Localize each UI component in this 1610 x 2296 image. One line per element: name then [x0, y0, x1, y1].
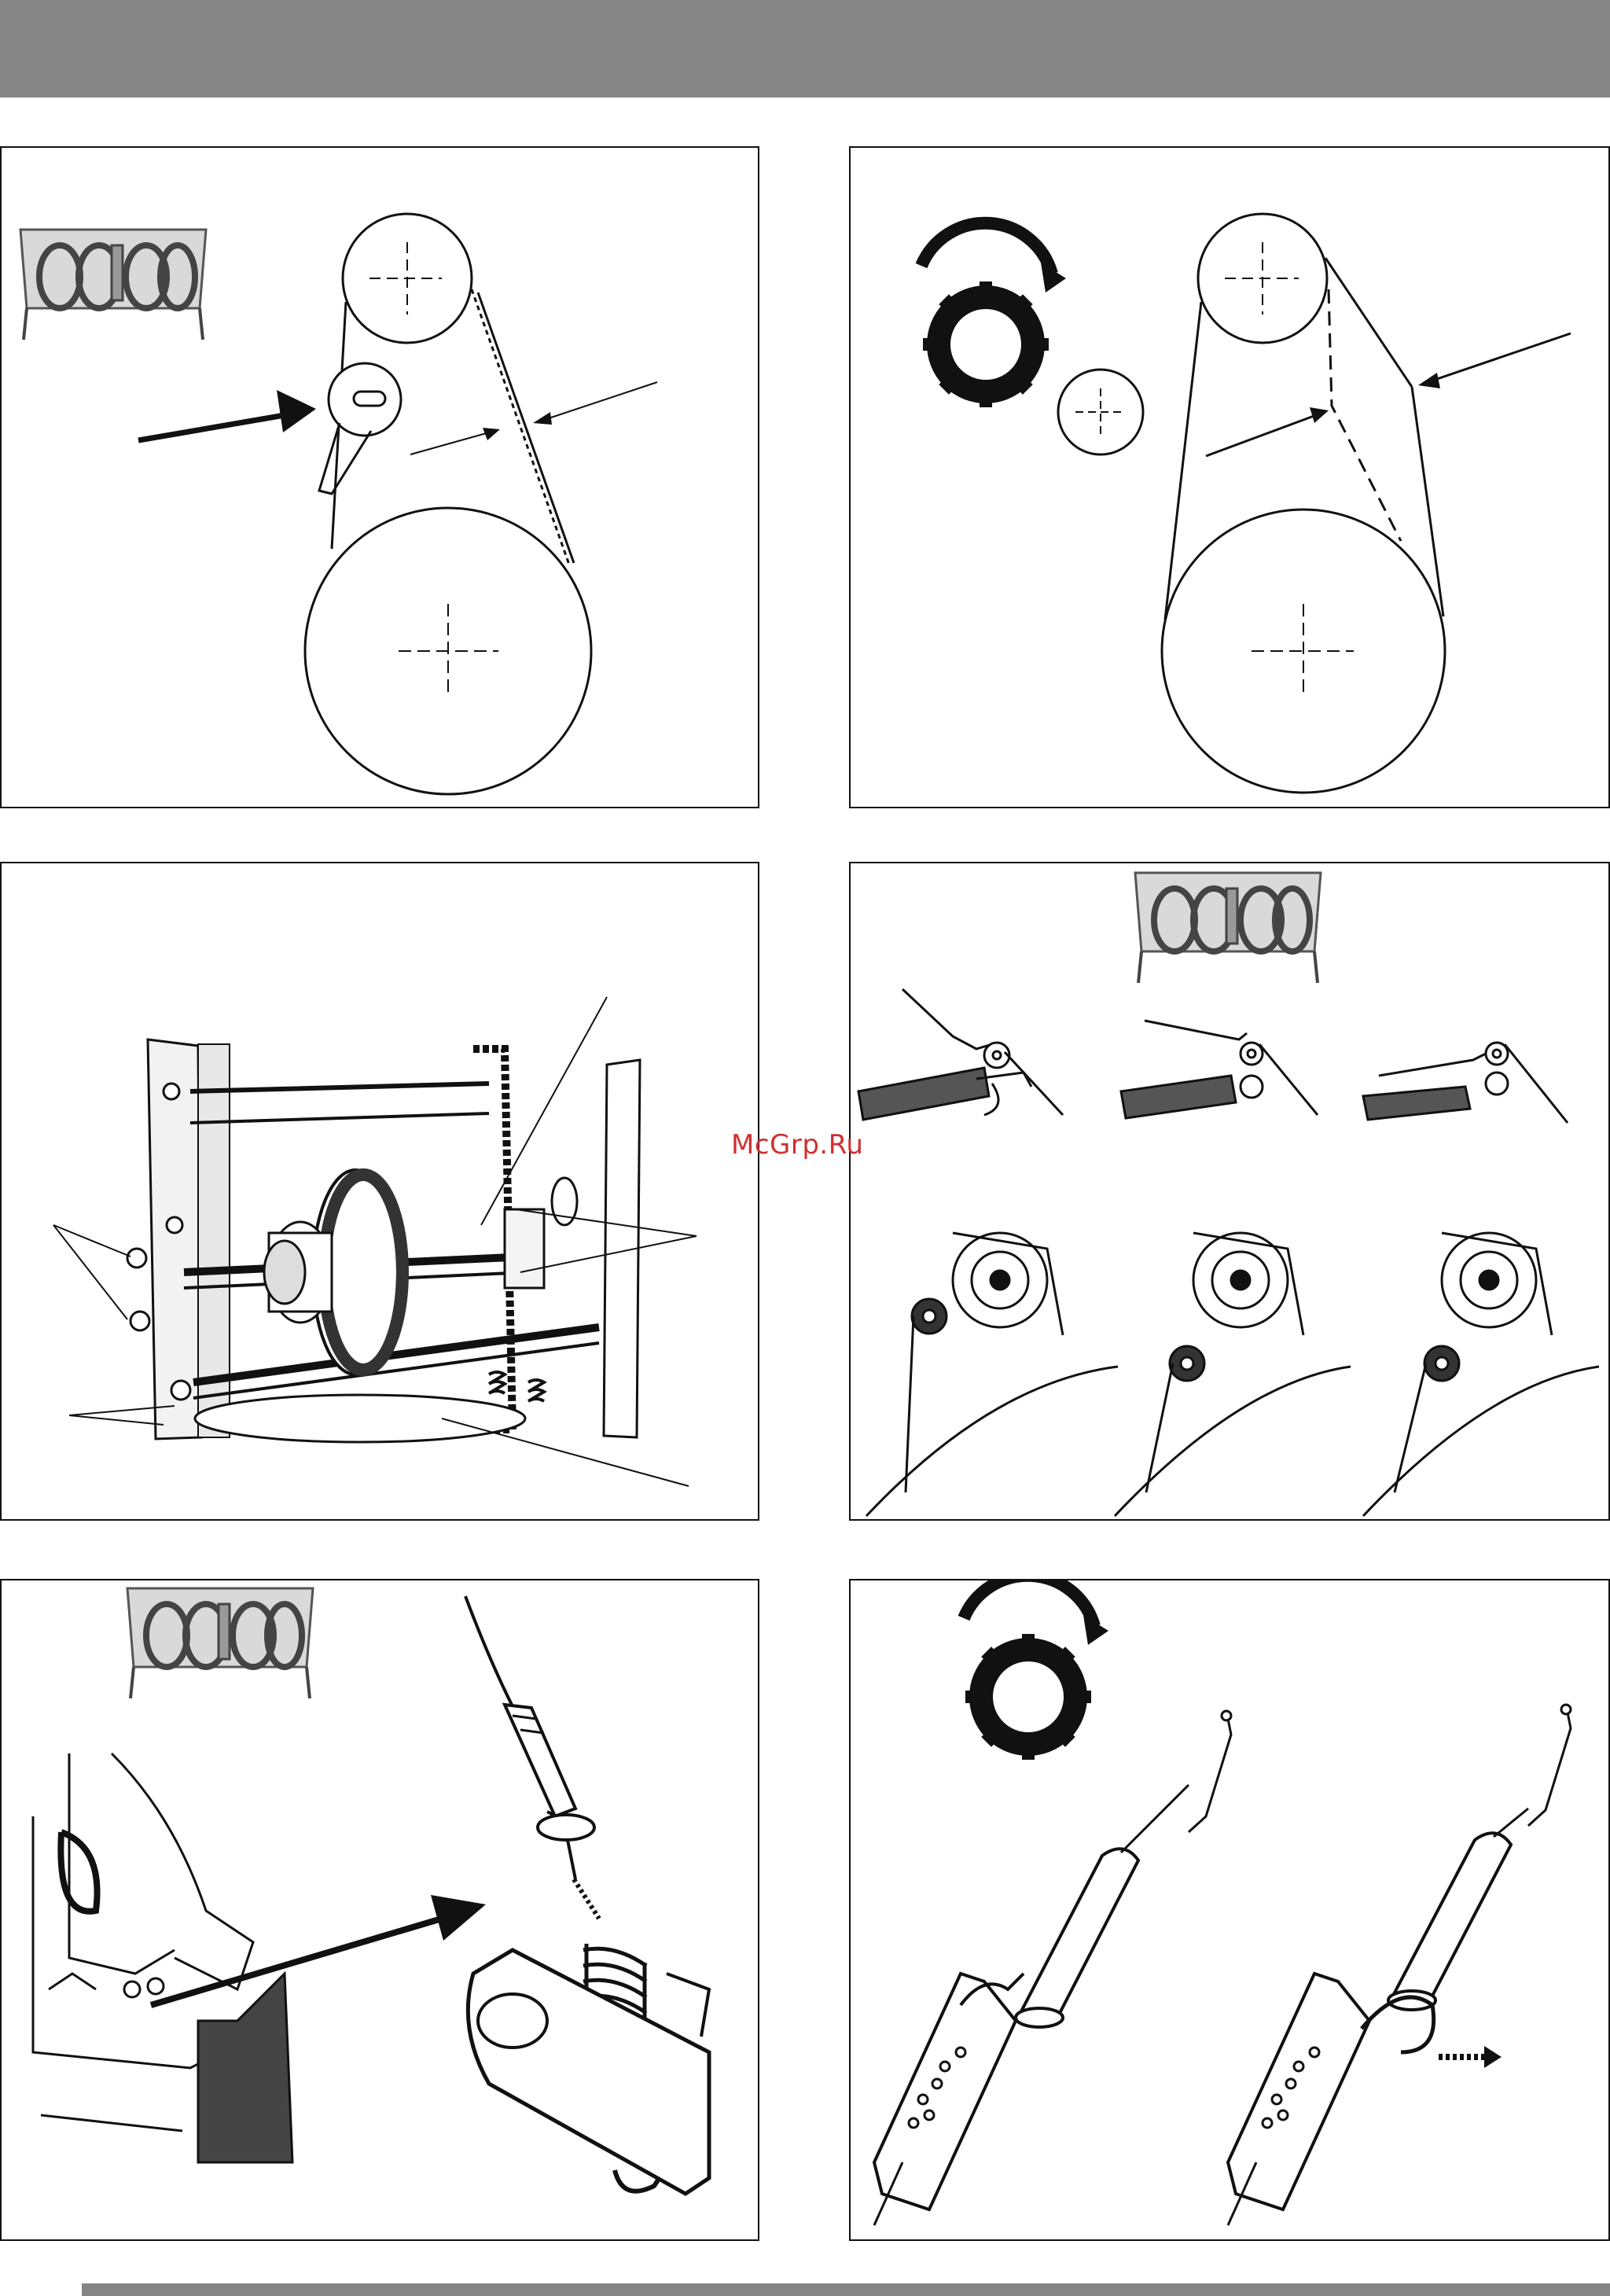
footer-bar	[82, 2283, 1610, 2296]
watermark-text: McGrp.Ru	[731, 1129, 863, 1161]
panel-cable-adjuster	[849, 1579, 1610, 2241]
panel-cable-spring	[0, 1579, 759, 2241]
belt-pulley-diagram	[1058, 214, 1571, 793]
control-lever-positions	[858, 989, 1568, 1123]
cable-spring-illustration	[33, 1596, 709, 2194]
cable-adjuster-illustration	[874, 1705, 1571, 2225]
header-bar	[0, 0, 1610, 98]
belt-pulley-diagram	[138, 214, 657, 794]
panel-drive-mechanism	[0, 862, 759, 1521]
auger-housing-icon	[20, 230, 206, 340]
panel-lever-positions	[849, 862, 1610, 1521]
rotate-clockwise-icon	[964, 1580, 1108, 1760]
auger-housing-icon	[127, 1588, 313, 1698]
auger-housing-icon	[1135, 873, 1321, 983]
panel-belt-removal	[849, 146, 1610, 808]
rotate-clockwise-icon	[921, 223, 1066, 407]
panel-belt-tension	[0, 146, 759, 808]
drive-mechanism-illustration	[53, 997, 697, 1486]
idler-pulley-positions	[866, 1233, 1599, 1516]
